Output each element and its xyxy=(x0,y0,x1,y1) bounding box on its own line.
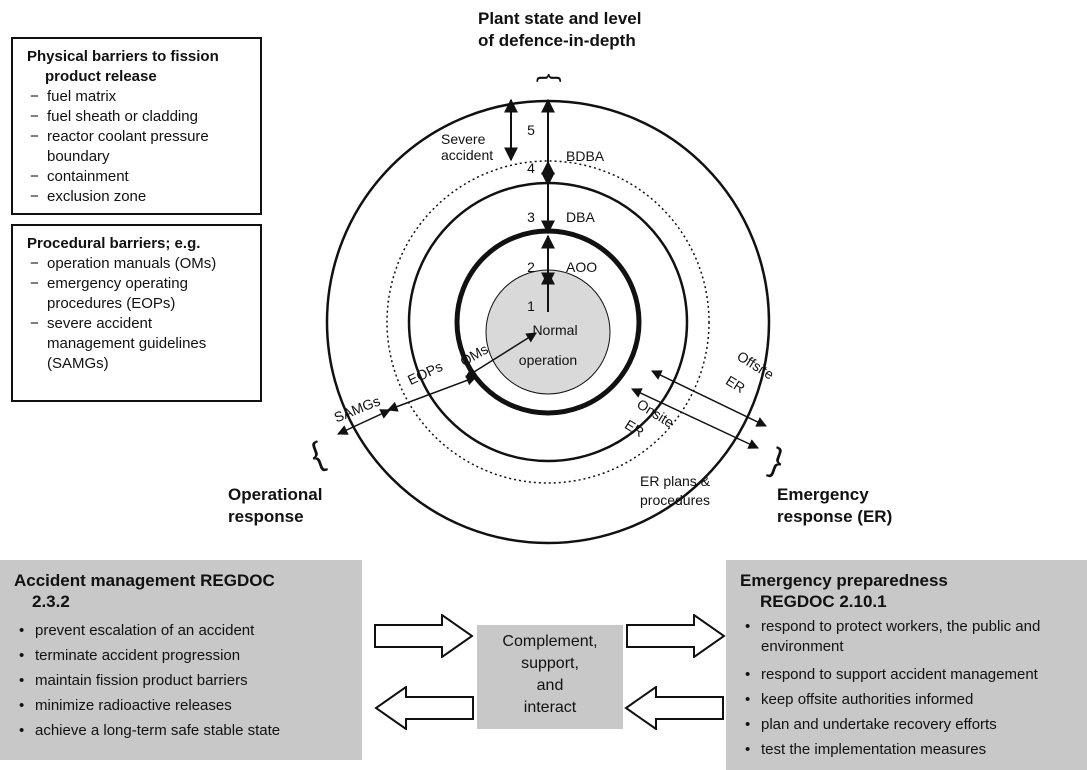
center-line3: and xyxy=(536,677,564,694)
operational-line1: Operational xyxy=(228,485,323,504)
arrow-oms xyxy=(465,332,537,378)
emergency-title-line1: Emergency preparedness xyxy=(740,571,948,590)
list-item: minimize radioactive releases xyxy=(14,693,362,718)
list-item: severe accident xyxy=(27,314,260,334)
physical-barriers-list: fuel matrix fuel sheath or cladding reac… xyxy=(27,87,260,207)
emergency-preparedness-title: Emergency preparedness REGDOC 2.10.1 xyxy=(740,570,1087,612)
level-5-label: 5 xyxy=(527,122,535,138)
arrow-left-bottom-2 xyxy=(624,686,724,730)
list-item-continuation: management guidelines xyxy=(47,335,207,352)
severe-accident-line2: accident xyxy=(441,147,493,163)
offsite-er-label: ER xyxy=(723,372,748,396)
list-item: emergency operating xyxy=(27,274,260,294)
list-item: plan and undertake recovery efforts xyxy=(740,712,1087,737)
list-item-continuation: boundary xyxy=(47,148,110,165)
emergency-title-line2: REGDOC 2.10.1 xyxy=(760,592,887,611)
list-item-continuation: (SAMGs) xyxy=(47,355,109,372)
accident-management-list: prevent escalation of an accident termin… xyxy=(14,618,362,743)
arrow-left-bottom xyxy=(374,686,474,730)
list-item-continuation: procedures (EOPs) xyxy=(47,295,176,312)
list-item: maintain fission product barriers xyxy=(14,668,362,693)
procedural-barriers-box: Procedural barriers; e.g. operation manu… xyxy=(11,224,262,402)
list-item: containment xyxy=(27,167,260,187)
arrow-right-top-2 xyxy=(626,614,726,658)
brace-left: { xyxy=(305,435,329,475)
accident-title-line2: 2.3.2 xyxy=(32,592,70,611)
plant-state-heading: Plant state and level of defence-in-dept… xyxy=(478,8,658,52)
emergency-line2: response (ER) xyxy=(777,507,893,526)
emergency-preparedness-box: Emergency preparedness REGDOC 2.10.1 res… xyxy=(726,560,1087,770)
arrow-eops xyxy=(387,375,477,412)
level-4-label: 4 xyxy=(527,160,535,176)
center-line1: Complement, xyxy=(502,633,598,650)
list-item: prevent escalation of an accident xyxy=(14,618,362,643)
list-item: reactor coolant pressure xyxy=(27,127,260,147)
list-item: fuel sheath or cladding xyxy=(27,107,260,127)
physical-barriers-title: Physical barriers to fission product rel… xyxy=(27,47,260,87)
physical-barriers-box: Physical barriers to fission product rel… xyxy=(11,37,262,215)
list-item: exclusion zone xyxy=(27,187,260,207)
accident-title-line1: Accident management REGDOC xyxy=(14,571,275,590)
physical-title-line2: product release xyxy=(45,68,157,85)
eops-label: EOPs xyxy=(405,358,445,388)
severe-accident-line1: Severe xyxy=(441,131,486,147)
procedural-barriers-list: operation manuals (OMs) emergency operat… xyxy=(27,254,260,374)
level-3-label: 3 xyxy=(527,209,535,225)
bdba-label: BDBA xyxy=(566,148,605,164)
physical-title-line1: Physical barriers to fission xyxy=(27,48,219,65)
dotted-circle-level-4 xyxy=(386,160,710,484)
accident-management-title: Accident management REGDOC 2.3.2 xyxy=(14,570,362,612)
accident-management-box: Accident management REGDOC 2.3.2 prevent… xyxy=(0,560,362,760)
emergency-line1: Emergency xyxy=(777,485,869,504)
normal-operation-line1: Normal xyxy=(532,322,577,338)
er-plans-line2: procedures xyxy=(640,492,710,508)
aoo-label: AOO xyxy=(566,259,597,275)
brace-right: } xyxy=(765,441,789,481)
operational-response-heading: Operational response xyxy=(228,484,322,528)
list-item: terminate accident progression xyxy=(14,643,362,668)
plant-state-line1: Plant state and level xyxy=(478,9,642,28)
list-item: test the implementation measures xyxy=(740,737,1087,762)
dba-label: DBA xyxy=(566,209,595,225)
level-2-label: 2 xyxy=(527,259,535,275)
procedural-barriers-title: Procedural barriers; e.g. xyxy=(27,235,201,252)
defence-in-depth-diagram: { { } 1 2 3 4 5 Normal operation AOO DBA… xyxy=(305,74,789,545)
arrow-samgs xyxy=(337,409,391,435)
list-item: respond to support accident management xyxy=(740,662,1087,687)
arrow-right-top xyxy=(374,614,474,658)
emergency-preparedness-list: respond to protect workers, the public a… xyxy=(740,617,1087,762)
list-item: operation manuals (OMs) xyxy=(27,254,260,274)
operational-line2: response xyxy=(228,507,304,526)
list-item: achieve a long-term safe stable state xyxy=(14,718,362,743)
emergency-response-heading: Emergency response (ER) xyxy=(777,484,892,528)
brace-top: { xyxy=(536,74,566,83)
complement-box: Complement, support, and interact xyxy=(477,625,623,729)
arrow-onsite-er xyxy=(631,388,759,449)
list-item-continuation: environment xyxy=(761,638,844,655)
level-1-label: 1 xyxy=(527,298,535,314)
plant-state-line2: of defence-in-depth xyxy=(478,31,636,50)
center-line2: support, xyxy=(521,655,579,672)
center-line4: interact xyxy=(523,699,577,716)
er-plans-line1: ER plans & xyxy=(640,473,711,489)
list-item: respond to protect workers, the public a… xyxy=(740,617,1087,637)
normal-operation-line2: operation xyxy=(519,352,577,368)
list-item: keep offsite authorities informed xyxy=(740,687,1087,712)
list-item: fuel matrix xyxy=(27,87,260,107)
